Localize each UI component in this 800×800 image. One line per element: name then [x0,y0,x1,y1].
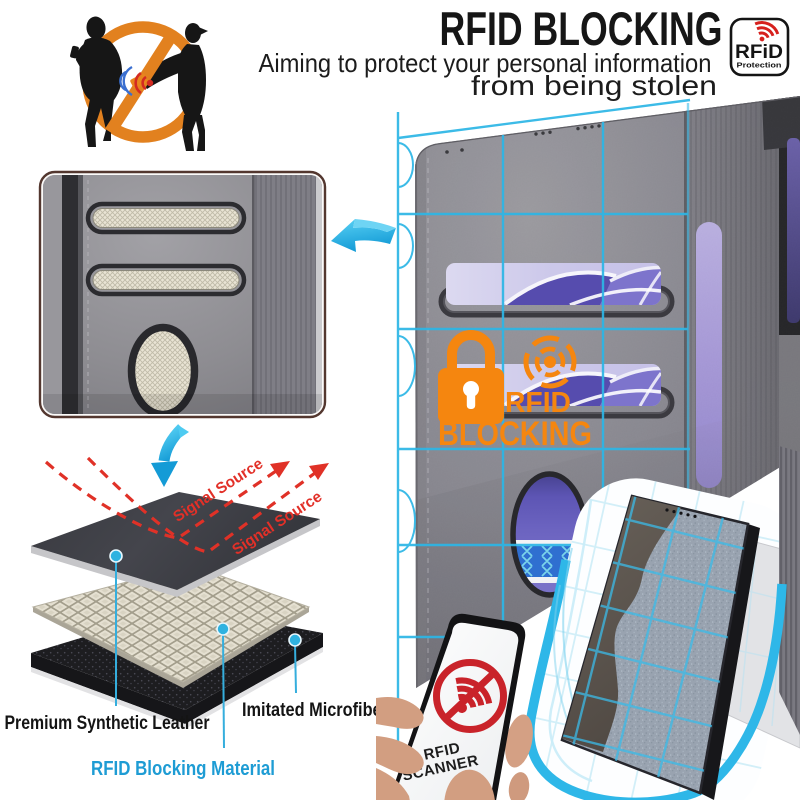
svg-text:Protection: Protection [737,61,782,70]
svg-text:BLOCKING: BLOCKING [438,415,592,453]
svg-text:RFiD: RFiD [735,42,783,63]
svg-text:RFID: RFID [505,387,571,419]
svg-text:RFID Blocking Material: RFID Blocking Material [91,758,275,780]
svg-text:Premium Synthetic Leather: Premium Synthetic Leather [5,713,210,734]
svg-text:RFID BLOCKING: RFID BLOCKING [440,2,723,55]
svg-text:Aiming to protect your persona: Aiming to protect your personal informat… [259,48,712,78]
svg-text:Imitated Microfiber: Imitated Microfiber [242,700,389,721]
svg-text:from being stolen: from being stolen [471,70,717,101]
